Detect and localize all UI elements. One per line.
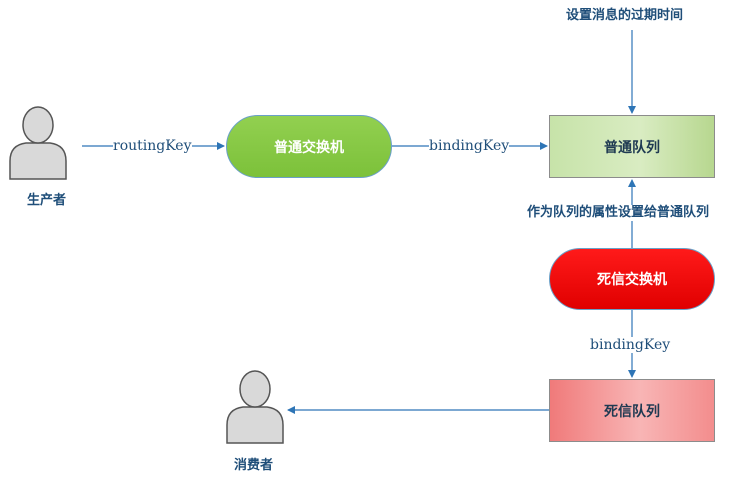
dead-letter-queue-label: 死信队列: [604, 403, 660, 420]
binding-key-label-2: bindingKey: [590, 337, 671, 353]
consumer-person-icon: [226, 370, 284, 444]
normal-queue-node: 普通队列: [549, 115, 715, 178]
normal-exchange-label: 普通交换机: [274, 139, 344, 156]
normal-queue-label: 普通队列: [604, 139, 660, 156]
producer-label: 生产者: [27, 193, 67, 209]
normal-exchange-node: 普通交换机: [226, 115, 392, 178]
dead-letter-exchange-node: 死信交换机: [549, 248, 715, 310]
dead-letter-exchange-label: 死信交换机: [597, 272, 667, 288]
queue-property-label: 作为队列的属性设置给普通队列: [527, 205, 710, 221]
binding-key-label-1: bindingKey: [429, 138, 510, 154]
producer-person-icon: [9, 106, 67, 180]
set-ttl-label: 设置消息的过期时间: [566, 8, 684, 24]
routing-key-label: routingKey: [113, 138, 192, 154]
consumer-label: 消费者: [234, 458, 274, 474]
dead-letter-queue-node: 死信队列: [549, 379, 715, 442]
